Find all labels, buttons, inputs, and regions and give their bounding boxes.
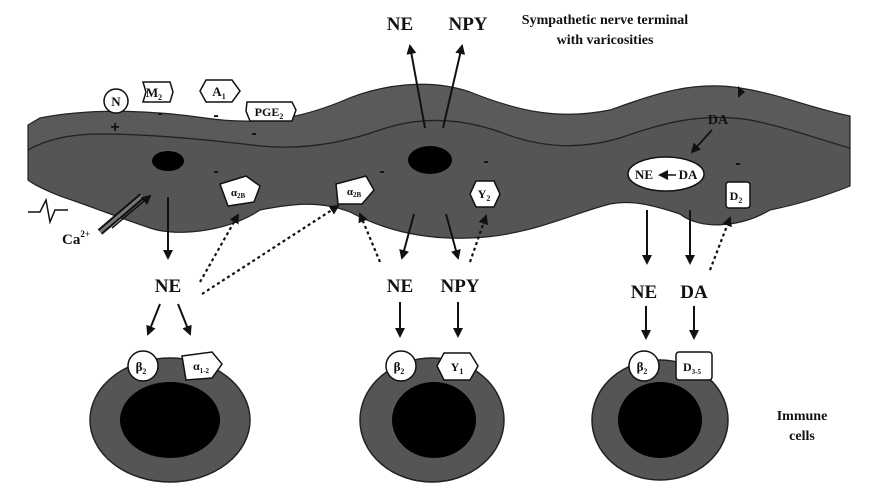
immune-receptor-left-alpha1-2: α1-2 xyxy=(181,351,223,381)
svg-text:α2B: α2B xyxy=(231,187,246,200)
immune-receptor-mid-y1: Y1 xyxy=(436,352,479,381)
receptor-alpha2b-left: α2B xyxy=(219,175,261,207)
mid-ne-label: NE xyxy=(387,276,413,297)
svg-text:NE: NE xyxy=(635,167,653,182)
svg-text:Y1: Y1 xyxy=(451,360,464,376)
minus-sign-m2: - xyxy=(157,105,162,122)
arrow-npy-up xyxy=(442,44,466,129)
da-vesicle: NE DA xyxy=(627,156,705,192)
nerve-terminal-title-line1: Sympathetic nerve terminal xyxy=(522,13,689,28)
minus-sign-y2: - xyxy=(483,153,488,170)
receptor-alpha2b-middle: α2B xyxy=(335,175,375,205)
release-arrows xyxy=(163,197,695,265)
svg-text:D2: D2 xyxy=(730,189,743,205)
immune-receptor-mid-beta2: β2 xyxy=(385,350,417,382)
immune-cells-label-line1: Immune xyxy=(777,409,828,424)
svg-text:α1-2: α1-2 xyxy=(193,359,210,375)
receptor-m2: M2 xyxy=(141,81,174,103)
right-da-label: DA xyxy=(680,282,708,303)
immune-cells-label-line2: cells xyxy=(789,429,815,444)
svg-text:A1: A1 xyxy=(212,84,225,101)
svg-text:DA: DA xyxy=(679,167,698,182)
top-npy-label: NPY xyxy=(448,14,487,35)
arrow-da-in xyxy=(690,129,713,154)
arrow-ne-up xyxy=(406,44,426,129)
plus-sign: + xyxy=(110,119,119,136)
svg-text:Ca2+: Ca2+ xyxy=(62,229,90,248)
svg-text:β2: β2 xyxy=(136,359,147,376)
svg-text:Y2: Y2 xyxy=(478,187,491,203)
minus-sign-pge2: - xyxy=(251,125,256,142)
receptor-y2: Y2 xyxy=(469,180,501,208)
receptor-n: N xyxy=(103,88,129,114)
immune-cell-left xyxy=(89,357,251,483)
immune-receptor-left-beta2: β2 xyxy=(127,350,159,382)
top-ne-label: NE xyxy=(387,14,413,35)
immune-cell-middle xyxy=(359,357,505,483)
immune-receptor-right-d3-5: D3-5 xyxy=(675,351,713,381)
nerve-terminal xyxy=(27,83,851,239)
mid-npy-label: NPY xyxy=(440,276,479,297)
svg-text:β2: β2 xyxy=(394,359,405,376)
immune-receptor-right-beta2: β2 xyxy=(628,350,660,382)
minus-sign-a1: - xyxy=(213,107,218,124)
feedback-arrows xyxy=(199,204,732,295)
da-top-label: DA xyxy=(708,113,729,128)
receptor-a1: A1 xyxy=(199,79,241,103)
minus-sign-alpha2b-middle: - xyxy=(379,163,384,180)
svg-text:D3-5: D3-5 xyxy=(683,360,702,376)
svg-text:M2: M2 xyxy=(146,85,162,102)
svg-text:PGE2: PGE2 xyxy=(255,105,284,121)
immune-arrows xyxy=(146,302,699,340)
receptor-pge2: PGE2 xyxy=(245,101,297,122)
nerve-terminal-title-line2: with varicosities xyxy=(557,33,654,48)
small-arrowhead xyxy=(738,86,745,98)
vesicle-middle xyxy=(408,146,452,174)
calcium-channel: Ca2+ xyxy=(28,193,152,248)
svg-text:β2: β2 xyxy=(637,359,648,376)
right-ne-label: NE xyxy=(631,282,657,303)
minus-sign-alpha2b-left: - xyxy=(213,163,218,180)
immune-cell-right xyxy=(591,359,729,481)
receptor-d2: D2 xyxy=(725,181,751,209)
vesicle-left xyxy=(152,151,184,171)
svg-text:α2B: α2B xyxy=(347,186,362,199)
minus-sign-d2: - xyxy=(735,155,740,172)
svg-text:N: N xyxy=(111,94,121,109)
left-ne-label: NE xyxy=(155,276,181,297)
